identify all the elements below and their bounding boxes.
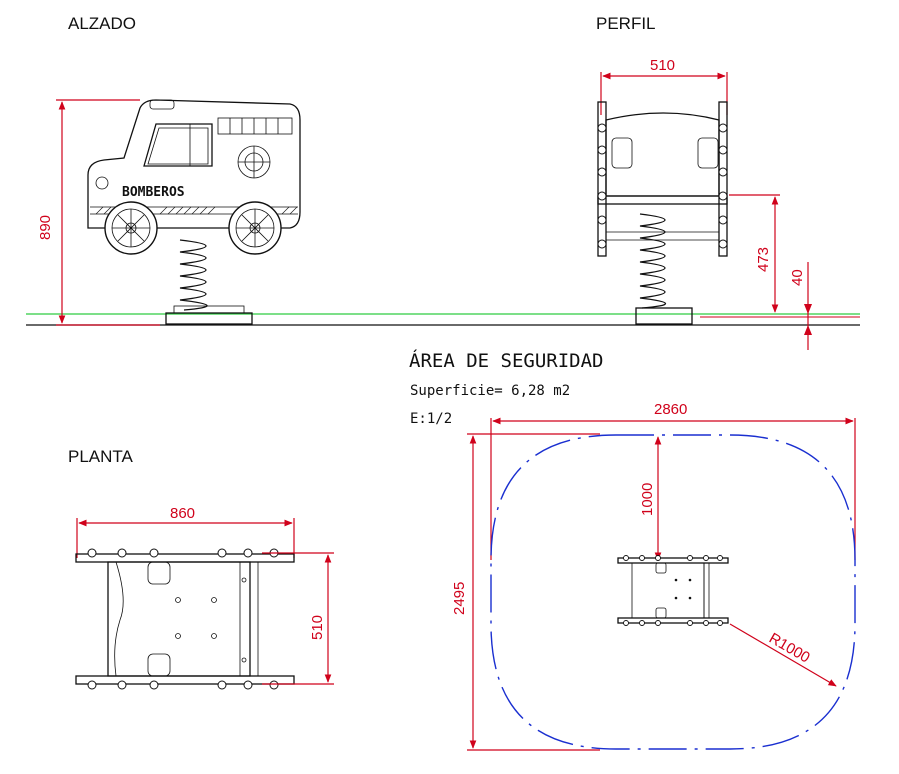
dim-area-height: 2495 [451, 582, 468, 615]
dim-perfil-width: 510 [650, 57, 675, 74]
safety-scale: E:1/2 [410, 411, 452, 427]
front-wheel [104, 201, 158, 255]
dim-area-radius: R1000 [766, 630, 813, 667]
dim-area-width: 2860 [654, 401, 687, 418]
dim-perfil-seat-height: 473 [755, 247, 772, 272]
alzado-spring [179, 239, 208, 311]
dim-alzado-height: 890 [37, 215, 54, 240]
planta-title: PLANTA [68, 447, 134, 466]
truck-label: BOMBEROS [122, 185, 185, 200]
safety-surface: Superficie= 6,28 m2 [410, 383, 570, 399]
dim-area-offset: 1000 [639, 483, 656, 516]
rear-wheel [228, 201, 282, 255]
ground-line [26, 313, 860, 326]
safety-area-title: ÁREA DE SEGURIDAD [409, 349, 603, 372]
area-equipment-plan [617, 555, 729, 626]
perfil-title: PERFIL [596, 14, 656, 33]
dim-planta-length: 860 [170, 505, 195, 522]
safety-outline [490, 434, 856, 750]
alzado-title: ALZADO [68, 14, 136, 33]
dim-planta-width: 510 [309, 615, 326, 640]
perfil-spring [639, 213, 666, 309]
planta-view: 860 510 [75, 505, 334, 690]
perfil-view: 510 473 40 [597, 57, 812, 350]
safety-area-view: 2860 2495 1000 R1000 [451, 401, 856, 751]
dim-perfil-ground: 40 [789, 269, 806, 286]
hatch-band [95, 206, 298, 215]
alzado-view: 890 BOMBEROS [37, 99, 301, 326]
